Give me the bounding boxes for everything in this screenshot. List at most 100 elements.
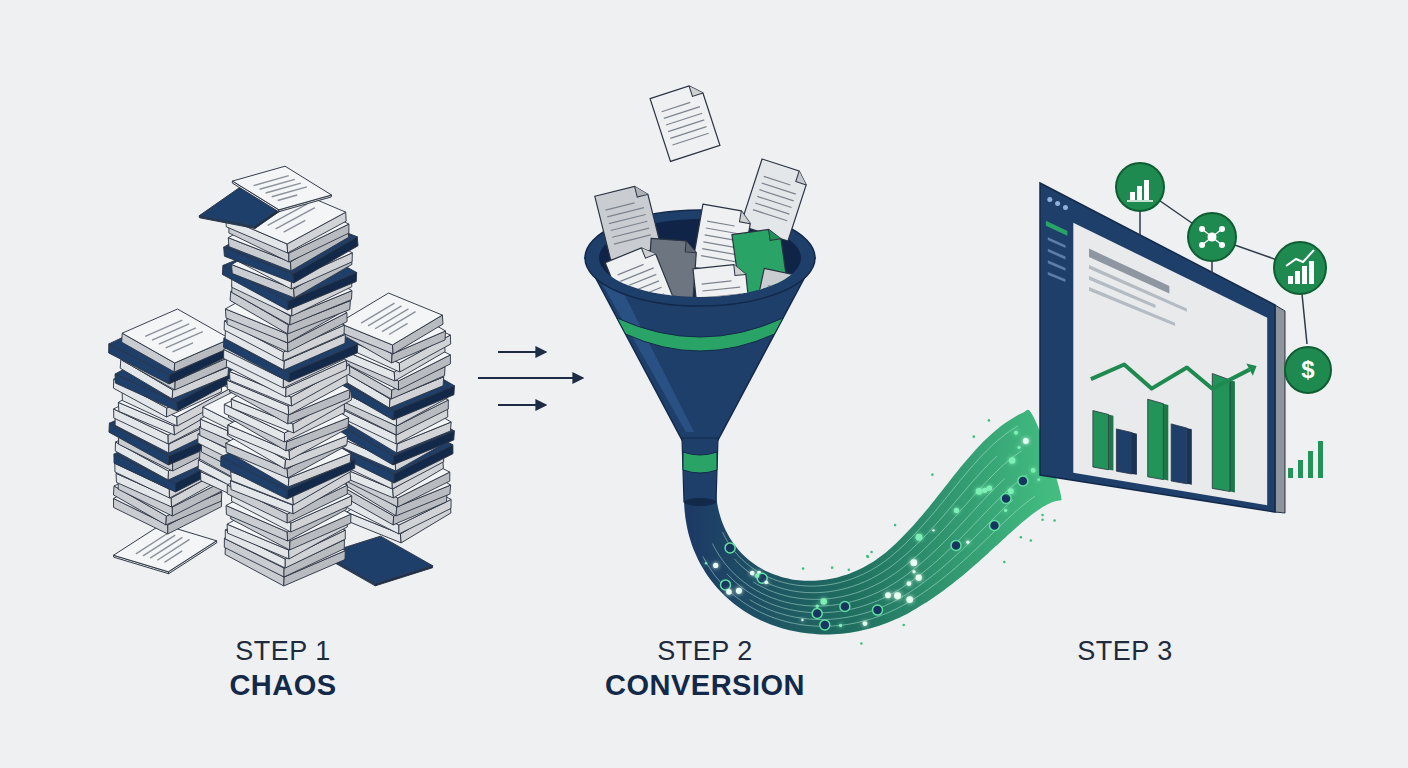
paper-stack: [163, 551, 183, 562]
data-stream: [894, 524, 897, 527]
document-icon: [790, 274, 803, 287]
document-icon: [614, 235, 651, 244]
data-stream: [753, 451, 1021, 599]
document-icon: [796, 171, 810, 185]
icon-network: [1295, 271, 1300, 284]
paper-stack: [229, 159, 334, 218]
dashboard-screen: [1046, 221, 1068, 236]
icon-network: [1288, 276, 1293, 284]
document-icon: [703, 294, 741, 298]
data-stream: [726, 589, 732, 595]
dashboard-screen: [1089, 287, 1175, 326]
data-stream: [848, 569, 851, 572]
document-icon: [650, 83, 720, 162]
data-stream: [972, 435, 975, 438]
step-title: CONVERSION: [605, 668, 805, 703]
signal-bars: [1308, 451, 1313, 478]
dashboard-screen: [1093, 411, 1109, 470]
icon-network: [1274, 242, 1326, 294]
data-stream: [916, 534, 923, 541]
icon-network: [1199, 242, 1205, 248]
flow-arrows: [478, 352, 582, 405]
data-stream: [976, 488, 983, 495]
data-stream: [840, 602, 850, 612]
data-stream: [839, 624, 842, 627]
document-icon: [740, 159, 809, 241]
icon-network: [1188, 213, 1236, 261]
dashboard-screen: [1048, 237, 1066, 248]
step-number: STEP 3: [905, 635, 1345, 667]
data-stream: [989, 520, 999, 530]
data-stream: [712, 478, 1004, 606]
document-icon: [740, 159, 809, 241]
icon-network: [1219, 242, 1225, 248]
circle-outline: [1285, 347, 1331, 393]
document-icon: [611, 221, 648, 230]
signal-bars: [1288, 468, 1293, 478]
data-stream: [885, 592, 891, 598]
document-icon: [764, 176, 791, 185]
document-icon: [623, 274, 656, 287]
data-stream: [863, 621, 868, 626]
dashboard-screen: [1116, 429, 1132, 474]
data-stream: [1018, 476, 1028, 486]
icon-network: [1116, 163, 1326, 344]
data-stream: [815, 604, 818, 607]
data-stream: [988, 419, 991, 422]
currency-symbol: $: [1301, 357, 1314, 383]
icon-network: [1137, 186, 1142, 200]
document-icon: [734, 263, 746, 275]
document-icon: [631, 294, 664, 307]
document-icon: [702, 249, 737, 255]
data-stream: [1041, 514, 1044, 517]
document-icon: [693, 263, 751, 328]
funnel: [585, 83, 815, 506]
data-stream: [931, 473, 934, 476]
signal-bars: [1318, 441, 1323, 478]
data-stream: [1031, 468, 1036, 473]
funnel: [617, 318, 783, 351]
document-icon: [765, 299, 790, 304]
data-stream: [1017, 446, 1020, 449]
document-icon: [762, 313, 787, 318]
icon-network: [1116, 163, 1164, 211]
icon-network: [1219, 226, 1225, 232]
funnel: [682, 438, 718, 502]
funnel: [684, 498, 716, 506]
step-title: CHAOS: [63, 668, 503, 703]
dashboard-screen: [1187, 428, 1192, 485]
icon-network: [1208, 233, 1217, 242]
paper-stack: [272, 182, 307, 201]
data-stream: [954, 508, 959, 513]
data-stream: [932, 529, 934, 531]
data-stream: [1041, 519, 1044, 522]
document-icon: [626, 281, 659, 294]
dashboard-screen: [1073, 223, 1267, 506]
dashboard-screen: [1091, 365, 1250, 389]
document-icon: [607, 208, 644, 217]
dashboard-screen: [1212, 374, 1230, 492]
document-icon: [605, 244, 675, 320]
data-stream: [912, 570, 915, 573]
document-icon: [670, 127, 706, 139]
data-stream: [966, 540, 969, 543]
data-stream: [723, 426, 1019, 586]
document-icon: [685, 241, 697, 253]
flow-arrows: [478, 377, 582, 379]
document-icon: [753, 268, 804, 331]
dashboard-screen: [1230, 380, 1235, 493]
step-title: CHAOS: [229, 668, 336, 703]
document-icon: [668, 120, 704, 132]
document-icon: [705, 308, 743, 312]
dashboard-screen: [1055, 201, 1060, 206]
data-stream: [860, 642, 863, 645]
icon-network: [1211, 261, 1213, 274]
dashboard-screen: [1048, 249, 1066, 260]
document-icon: [635, 184, 648, 197]
data-stream: [1008, 488, 1014, 494]
document-icon: [689, 83, 703, 97]
paper-stack: [283, 220, 306, 232]
document-icon: [704, 301, 742, 305]
paper-stack: [229, 159, 334, 216]
